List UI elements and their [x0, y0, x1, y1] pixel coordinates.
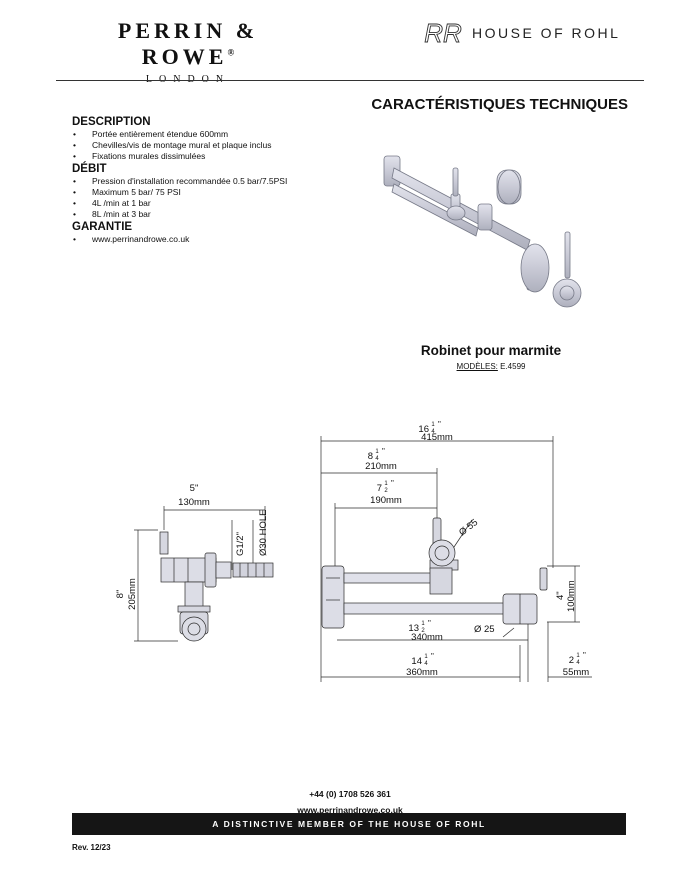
website-link[interactable]: www.perrinandrowe.co.uk — [297, 805, 403, 815]
inch-mark: " — [382, 447, 385, 456]
dim-side-width-mm: 130mm — [178, 497, 210, 508]
list-item: Portée entièrement étendue 600mm — [72, 129, 362, 140]
warranty-section: GARANTIE www.perrinandrowe.co.uk — [72, 221, 362, 245]
dim-small-in: 2 — [569, 655, 574, 666]
flow-section: DÉBIT Pression d'installation recommandé… — [72, 163, 362, 220]
dim-overall-in-num: 1 — [431, 422, 435, 428]
inch-mark: " — [428, 619, 431, 628]
dim-handle-dia: Ø 55 — [457, 517, 480, 538]
list-item: Maximum 5 bar/ 75 PSI — [72, 187, 362, 198]
section-title: DESCRIPTION — [72, 116, 151, 128]
dim-b-in-den: 2 — [384, 488, 388, 494]
partner-name: HOUSE OF ROHL — [472, 25, 621, 41]
dim-a-in-num: 1 — [375, 449, 379, 455]
description-section: DESCRIPTION Portée entièrement étendue 6… — [72, 116, 362, 162]
section-title: DÉBIT — [72, 163, 107, 175]
inch-mark: " — [431, 652, 434, 661]
dim-b-in: 7 — [377, 483, 382, 494]
section-title: GARANTIE — [72, 221, 133, 233]
revision-label: Rev. 12/23 — [72, 843, 111, 852]
dim-a-in: 8 — [368, 451, 373, 462]
header-divider — [56, 80, 644, 81]
product-title: Robinet pour marmite — [420, 343, 562, 358]
product-image — [383, 155, 582, 308]
page-title: CARACTÉRISTIQUES TECHNIQUES — [371, 96, 628, 113]
dim-spout-mm: 340mm — [411, 632, 443, 643]
list-item: Fixations murales dissimulées — [72, 151, 362, 162]
warranty-link[interactable]: www.perrinandrowe.co.uk — [72, 234, 362, 245]
footer-banner: A DISTINCTIVE MEMBER OF THE HOUSE OF ROH… — [72, 813, 626, 835]
dim-thread: G1/2" — [235, 532, 246, 556]
dim-bottom-in-num: 1 — [424, 654, 428, 660]
dim-right-height-mm: 100mm — [566, 580, 577, 612]
dim-a-mm: 210mm — [365, 461, 397, 472]
dim-b-mm: 190mm — [370, 495, 402, 506]
dim-side-width-in: 5" — [190, 483, 199, 494]
dim-bottom-mm: 360mm — [406, 667, 438, 678]
dim-spout-in-num: 1 — [421, 621, 425, 627]
model-number: MODÈLES: E.4599 — [380, 362, 602, 371]
house-of-rohl-monogram-icon: RR — [424, 18, 462, 49]
dim-spout-dia: Ø 25 — [474, 624, 495, 635]
brand-logo: PERRIN & ROWE® LONDON — [72, 18, 304, 85]
dim-bottom-in-den: 4 — [424, 661, 428, 667]
dim-small-in-den: 4 — [576, 660, 580, 666]
spec-sections: DESCRIPTION Portée entièrement étendue 6… — [72, 116, 362, 246]
dim-spout-in: 13 — [408, 623, 419, 634]
dim-overall-in: 16 — [418, 424, 429, 435]
dim-side-height-mm: 205mm — [127, 578, 138, 610]
models-label: MODÈLES: — [456, 362, 498, 371]
inch-mark: " — [438, 420, 441, 429]
list-item: Chevilles/vis de montage mural et plaque… — [72, 140, 362, 151]
dim-a-in-den: 4 — [375, 456, 379, 462]
contact-block: +44 (0) 1708 526 361 www.perrinandrowe.c… — [0, 786, 700, 818]
dim-small-in-num: 1 — [576, 653, 580, 659]
monogram-text: RR — [424, 18, 462, 48]
dim-b-in-num: 1 — [384, 481, 388, 487]
dim-bottom-in: 14 — [411, 656, 422, 667]
dim-spout-in-den: 2 — [421, 628, 425, 634]
phone-number: +44 (0) 1708 526 361 — [309, 789, 391, 799]
dim-overall-in-den: 4 — [431, 429, 435, 435]
list-item: 4L /min at 1 bar — [72, 198, 362, 209]
dim-right-height-in: 4" — [555, 591, 566, 600]
dim-hole: Ø30 HOLE — [258, 510, 269, 556]
list-item: Pression d'installation recommandée 0.5 … — [72, 176, 362, 187]
list-item: 8L /min at 3 bar — [72, 209, 362, 220]
dim-overall-mm: 415mm — [421, 432, 453, 443]
brand-name: PERRIN & ROWE® — [117, 18, 259, 69]
dim-side-height-in: 8" — [115, 590, 126, 599]
inch-mark: " — [583, 651, 586, 660]
technical-drawing: 5" 130mm G1/2" Ø30 HOLE 8" 205mm 16 1 4 … — [115, 420, 592, 682]
dim-small-mm: 55mm — [563, 667, 589, 678]
models-value: E.4599 — [500, 362, 526, 371]
brand-subtitle: LONDON — [72, 74, 304, 85]
inch-mark: " — [391, 479, 394, 488]
